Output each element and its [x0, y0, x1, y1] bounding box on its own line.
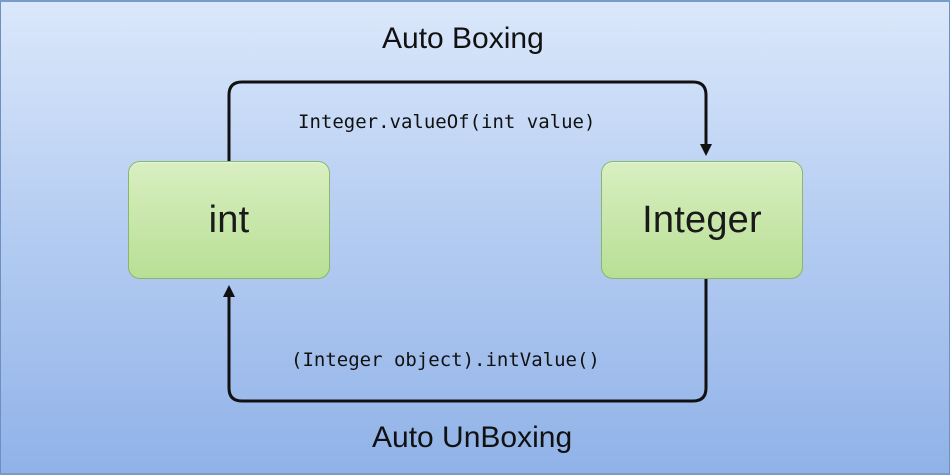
valueof-method-label: Integer.valueOf(int value) [298, 111, 596, 133]
intvalue-method-label: (Integer object).intValue() [291, 349, 600, 371]
integer-node: Integer [601, 161, 803, 279]
integer-node-label: Integer [642, 198, 762, 241]
bottom-border-line [0, 473, 950, 475]
int-node-label: int [208, 198, 250, 241]
autoboxing-arrow [227, 80, 712, 161]
auto-boxing-label: Auto Boxing [382, 22, 544, 55]
autounboxing-arrow [223, 279, 708, 403]
top-border-line [0, 0, 950, 2]
auto-unboxing-label: Auto UnBoxing [372, 421, 573, 454]
int-node: int [128, 161, 330, 279]
